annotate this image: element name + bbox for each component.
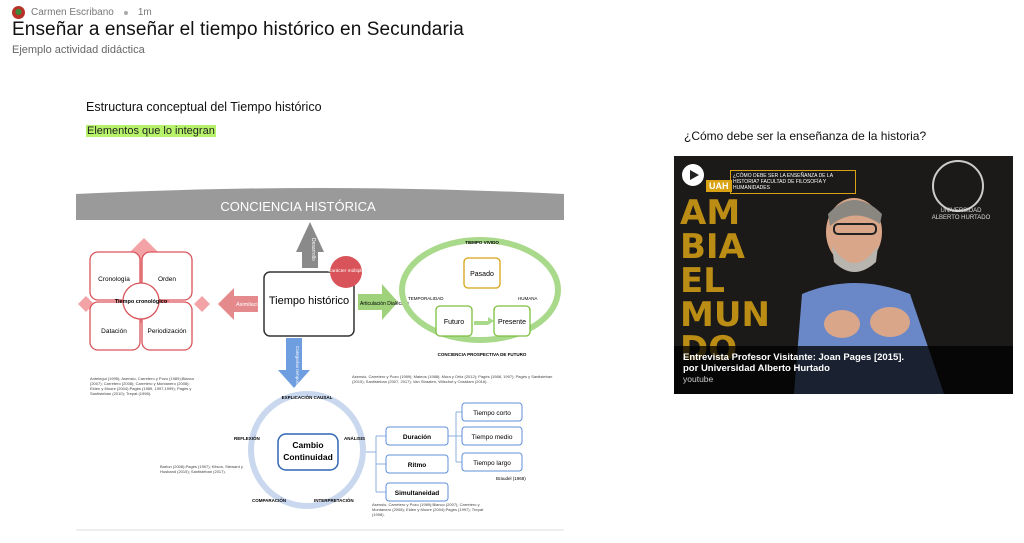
banner-label: CONCIENCIA HISTÓRICA	[220, 199, 376, 214]
interpretacion-label: INTERPRETACIÓN	[314, 496, 354, 503]
center-title: Tiempo histórico	[269, 295, 349, 307]
video-background-text: AM BIA EL MUN DO	[680, 196, 800, 366]
braudel-label: Braudel (1968)	[496, 476, 526, 481]
causal-refs: Barton (2008);Pagès (1997); Kitson, Stew…	[160, 464, 252, 474]
lived-time-diagram: TIEMPO VIVIDO Pasado Futuro Presente TEM…	[402, 240, 558, 357]
video-embed[interactable]: AM BIA EL MUN DO UAH ¿CÓMO DEBE SER LA E…	[674, 156, 1013, 394]
university-name: UNIVERSIDAD ALBERTO HURTADO	[926, 208, 996, 222]
medio-label: Tiempo medio	[472, 434, 513, 441]
cron-cell: Orden	[158, 276, 176, 283]
avatar[interactable]	[12, 6, 25, 19]
cron-cell: Cronología	[98, 276, 130, 283]
badge-label: Carácter múltiple	[328, 268, 365, 274]
dur-refs: Asensio, Carretero y Pozo (1989);Blanco …	[372, 502, 490, 517]
explicacion-label: EXPLICACIÓN CAUSAL	[282, 393, 333, 400]
down-arrow-label: Categorías temporales	[295, 346, 300, 392]
post-time: 1m	[138, 7, 152, 18]
temporalidad-label: TEMPORALIDAD	[408, 296, 444, 301]
up-arrow	[296, 222, 324, 268]
separator-dot	[124, 11, 128, 15]
corto-label: Tiempo corto	[473, 410, 511, 417]
page-subtitle: Ejemplo actividad didáctica	[12, 44, 145, 56]
video-caption: Entrevista Profesor Visitante: Joan Page…	[674, 346, 1013, 394]
analisis-label: ANÁLISIS	[344, 435, 365, 441]
continuidad-label: Continuidad	[283, 452, 333, 462]
reflexion-label: REFLEXIÓN	[234, 434, 260, 441]
author-name[interactable]: Carmen Escribano	[31, 7, 114, 18]
page-title: Enseñar a enseñar el tiempo histórico en…	[12, 19, 464, 41]
up-arrow-label: Desarrollo	[310, 238, 316, 261]
cambio-label: Cambio	[292, 440, 323, 450]
video-question: ¿Cómo debe ser la enseñanza de la histor…	[684, 129, 926, 143]
futuro-label: Futuro	[444, 319, 464, 326]
video-source: youtube	[683, 374, 1004, 384]
video-author: por Universidad Alberto Hurtado	[683, 363, 1004, 374]
ritmo-label: Ritmo	[408, 462, 426, 469]
pasado-label: Pasado	[470, 271, 494, 278]
causal-diagram: Cambio Continuidad EXPLICACIÓN CAUSAL RE…	[234, 393, 365, 506]
cron-refs: Antelegui (1995); Asensio, Carretero y P…	[90, 376, 198, 396]
duration-tree	[366, 412, 462, 492]
humana-label: HUMANA	[518, 296, 538, 301]
highlighted-text: Elementos que lo integran	[86, 125, 216, 137]
vivido-refs: Asensio, Carretero y Pozo (1989); Mateos…	[352, 374, 558, 384]
chronological-diagram: Cronología Orden Datación Periodización …	[78, 238, 210, 350]
left-arrow-label: Asimilación	[236, 302, 264, 308]
prospectiva-label: CONCIENCIA PROSPECTIVA DE FUTURO	[438, 352, 527, 357]
concept-diagram: CONCIENCIA HISTÓRICA Desarrollo Cronolog…	[76, 186, 564, 532]
cron-cell: Periodización	[147, 328, 186, 335]
vivido-top: TIEMPO VIVIDO	[465, 240, 499, 245]
section-title: Estructura conceptual del Tiempo históri…	[86, 100, 322, 114]
play-icon[interactable]	[682, 164, 704, 186]
simultaneidad-label: Simultaneidad	[395, 490, 439, 497]
down-arrow	[278, 338, 310, 388]
video-banner: ¿CÓMO DEBE SER LA ENSEÑANZA DE LA HISTOR…	[730, 170, 856, 194]
author-bar: Carmen Escribano 1m	[12, 6, 152, 19]
duracion-label: Duración	[403, 434, 431, 441]
largo-label: Tiempo largo	[473, 460, 511, 467]
comparacion-label: COMPARACIÓN	[252, 496, 286, 503]
uah-badge: UAH	[706, 180, 732, 192]
cron-center: Tiempo cronológico	[115, 299, 168, 305]
university-logo	[932, 160, 984, 212]
cron-cell: Datación	[101, 328, 127, 335]
video-title[interactable]: Entrevista Profesor Visitante: Joan Page…	[683, 352, 1004, 363]
presente-label: Presente	[498, 319, 526, 326]
